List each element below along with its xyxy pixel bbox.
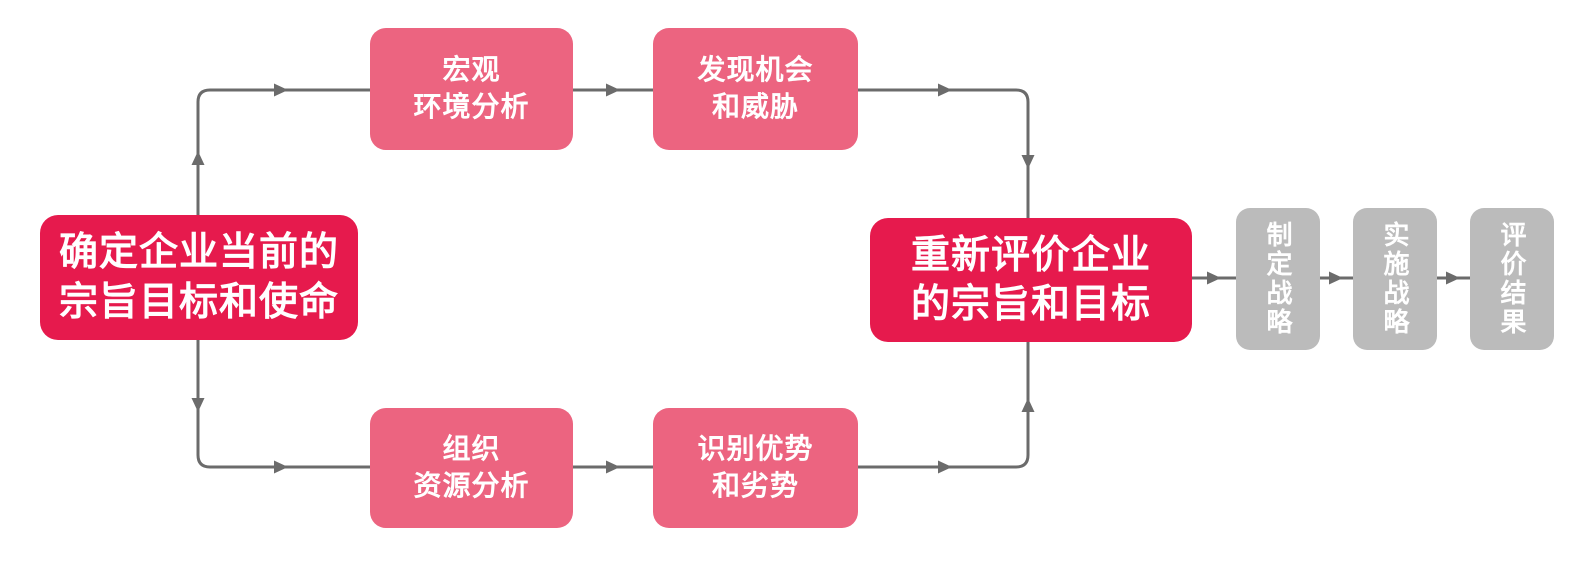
node-label-line: 组织 [442,433,501,465]
arrowhead-right-icon [606,83,620,97]
node-label-vertical: 制定战略 [1263,221,1293,337]
connector-top-left [196,88,370,215]
arrowhead-right-icon [938,460,952,474]
arrowhead-right-icon [1329,271,1343,285]
connector-bottom-right [858,342,1030,469]
node-label-line: 宗旨目标和使命 [58,280,339,324]
arrowhead-right-icon [606,460,620,474]
arrowhead-right-icon [274,83,288,97]
node-label-vertical: 评价结果 [1497,221,1527,337]
arrowhead-up-icon [191,151,205,165]
arrowhead-down-icon [1021,155,1035,169]
node-label-vertical: 实施战略 [1380,221,1410,337]
node-label-line: 宏观 [442,54,501,86]
arrowhead-down-icon [191,398,205,412]
node-label-line: 环境分析 [413,91,530,122]
arrowhead-right-icon [1446,271,1460,285]
arrowhead-up-icon [1021,398,1035,412]
arrowhead-right-icon [1207,271,1221,285]
arrowhead-right-icon [938,83,952,97]
node-label-line: 重新评价企业 [910,233,1151,277]
node-strengths-weaknesses: 识别优势 和劣势 [653,408,858,528]
connector-top-right [858,88,1030,218]
node-label-line: 和威胁 [711,91,799,122]
node-current-mission: 确定企业当前的 宗旨目标和使命 [40,215,358,340]
arrowhead-right-icon [274,460,288,474]
node-label-line: 发现机会 [697,54,814,86]
node-formulate-strategy: 制定战略 [1236,208,1320,350]
node-label-line: 资源分析 [413,470,530,501]
connector-bottom-left [196,340,370,469]
node-organization-resource-analysis: 组织 资源分析 [370,408,573,528]
node-implement-strategy: 实施战略 [1353,208,1437,350]
node-opportunities-threats: 发现机会 和威胁 [653,28,858,150]
node-label-line: 确定企业当前的 [58,231,339,275]
node-reevaluate-goals: 重新评价企业 的宗旨和目标 [870,218,1192,342]
node-macro-environment-analysis: 宏观 环境分析 [370,28,573,150]
node-label-line: 的宗旨和目标 [910,283,1151,326]
node-label-line: 识别优势 [697,433,814,465]
node-evaluate-results: 评价结果 [1470,208,1554,350]
node-label-line: 和劣势 [711,470,799,501]
